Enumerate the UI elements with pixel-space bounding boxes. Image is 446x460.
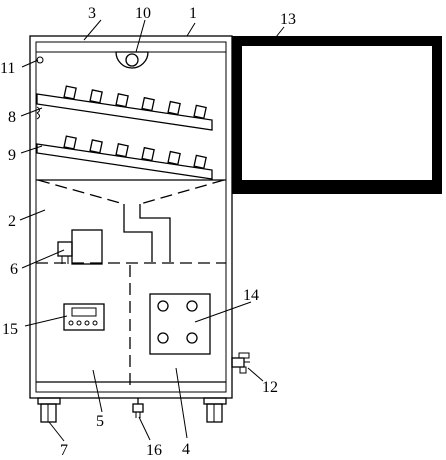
caster-right bbox=[203, 397, 227, 423]
display-screen bbox=[232, 36, 442, 194]
label-14: 14 bbox=[243, 287, 259, 304]
power-plug bbox=[132, 398, 144, 418]
label-8: 8 bbox=[8, 109, 16, 126]
controller-panel bbox=[63, 303, 105, 331]
shelf-item bbox=[141, 96, 155, 112]
heating-module bbox=[149, 293, 211, 355]
shelf-lower bbox=[36, 135, 213, 180]
label-15: 15 bbox=[2, 321, 18, 338]
side-hook bbox=[36, 112, 40, 120]
label-6: 6 bbox=[10, 261, 18, 278]
label-11: 11 bbox=[0, 60, 15, 77]
shelf-item bbox=[89, 89, 103, 104]
label-13: 13 bbox=[280, 11, 296, 28]
shelf-item bbox=[167, 100, 181, 116]
shelf-item bbox=[63, 135, 77, 150]
label-10: 10 bbox=[135, 5, 151, 22]
shelf-item bbox=[115, 143, 129, 158]
shelf-item bbox=[115, 93, 129, 108]
label-5: 5 bbox=[96, 413, 104, 430]
label-1: 1 bbox=[189, 5, 197, 22]
drain-valve bbox=[231, 352, 250, 374]
fan bbox=[115, 51, 149, 69]
caster-left bbox=[37, 397, 61, 423]
shelf-item bbox=[63, 85, 77, 100]
label-16: 16 bbox=[146, 442, 162, 459]
shelf-item bbox=[167, 150, 181, 166]
shelf-upper bbox=[36, 85, 213, 131]
side-hook bbox=[36, 106, 40, 114]
label-9: 9 bbox=[8, 147, 16, 164]
label-12: 12 bbox=[262, 379, 278, 396]
label-3: 3 bbox=[88, 5, 96, 22]
shelf-item bbox=[193, 154, 207, 170]
label-2: 2 bbox=[8, 213, 16, 230]
cabinet-housing bbox=[29, 35, 233, 399]
control-box bbox=[57, 229, 103, 265]
shelf-item bbox=[193, 104, 207, 120]
label-4: 4 bbox=[182, 441, 190, 458]
shelf-item bbox=[141, 146, 155, 162]
shelf-item bbox=[89, 139, 103, 154]
label-7: 7 bbox=[60, 442, 68, 459]
air-duct bbox=[37, 179, 225, 262]
leader-lines bbox=[19, 19, 285, 442]
